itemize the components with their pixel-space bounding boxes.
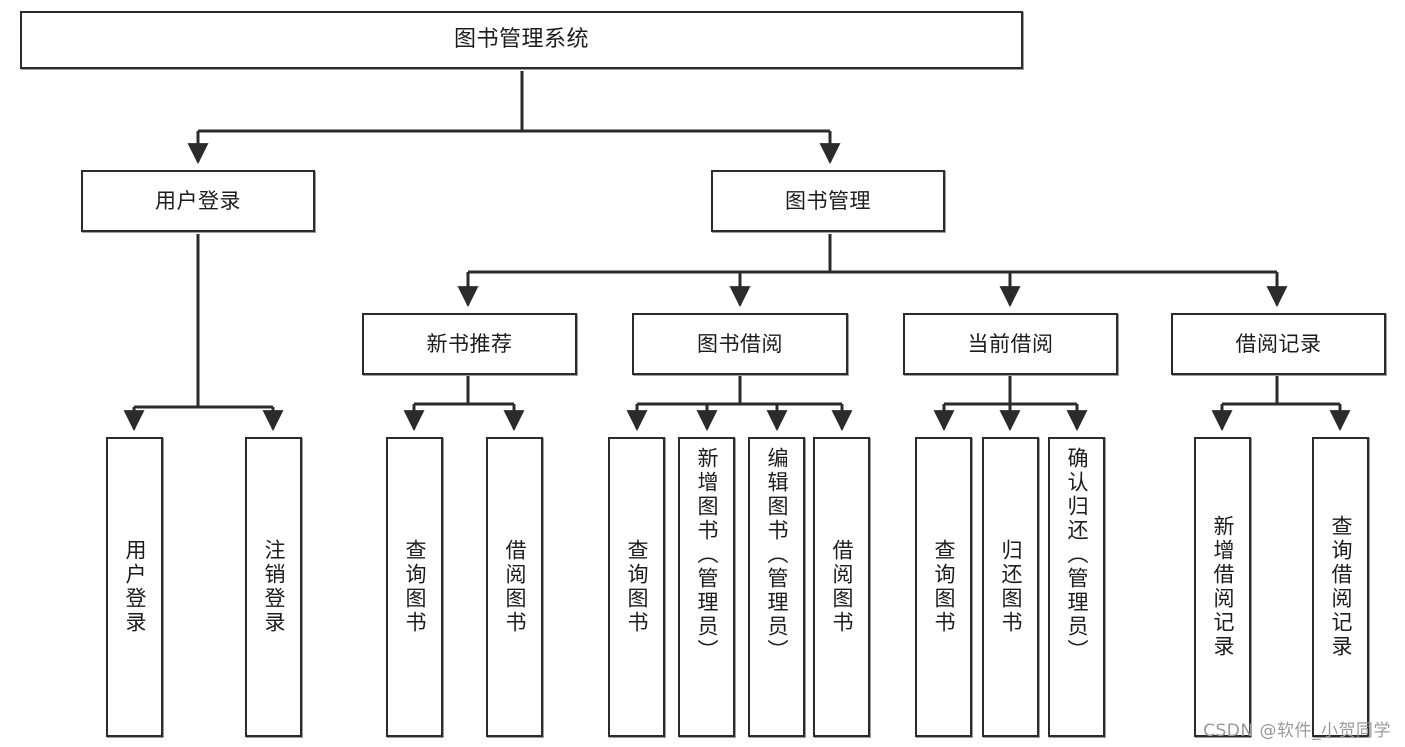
node-borrow-record[interactable]: 借阅记录	[1171, 313, 1386, 375]
node-label: 用户登录	[155, 188, 241, 213]
node-book-borrow[interactable]: 图书借阅	[632, 313, 848, 375]
csdn-watermark: CSDN @软件_小贺同学	[1203, 721, 1391, 741]
node-label: 借阅图书	[503, 539, 527, 635]
node-label: 图书管理系统	[453, 27, 589, 53]
node-leaf-query-book-2[interactable]: 查询图书	[608, 437, 665, 737]
node-leaf-add-borrow-record[interactable]: 新增借阅记录	[1194, 437, 1251, 737]
node-leaf-query-book-1[interactable]: 查询图书	[386, 437, 443, 737]
node-leaf-user-logout[interactable]: 注销登录	[245, 437, 302, 737]
node-label: 编辑图书（管理员）	[765, 447, 789, 663]
node-leaf-confirm-return-admin[interactable]: 确认归还（管理员）	[1048, 437, 1105, 737]
node-book-management-system[interactable]: 图书管理系统	[20, 11, 1023, 69]
node-label: 查询图书	[403, 539, 427, 635]
node-label: 查询图书	[932, 539, 956, 635]
node-label: 确认归还（管理员）	[1065, 447, 1089, 663]
node-leaf-borrow-book-1[interactable]: 借阅图书	[486, 437, 543, 737]
node-book-management[interactable]: 图书管理	[711, 170, 945, 232]
node-leaf-add-book-admin[interactable]: 新增图书（管理员）	[678, 437, 735, 737]
node-leaf-return-book[interactable]: 归还图书	[982, 437, 1039, 737]
node-label: 图书管理	[785, 188, 871, 213]
node-label: 新增图书（管理员）	[695, 447, 719, 663]
node-leaf-query-borrow-record[interactable]: 查询借阅记录	[1312, 437, 1369, 737]
node-leaf-user-login[interactable]: 用户登录	[106, 437, 163, 737]
node-leaf-edit-book-admin[interactable]: 编辑图书（管理员）	[748, 437, 805, 737]
node-label: 图书借阅	[697, 331, 783, 356]
node-leaf-query-book-3[interactable]: 查询图书	[915, 437, 972, 737]
node-label: 注销登录	[262, 539, 286, 635]
node-label: 新增借阅记录	[1211, 515, 1235, 659]
node-label: 归还图书	[999, 539, 1023, 635]
node-label: 查询图书	[625, 539, 649, 635]
node-new-book-recommend[interactable]: 新书推荐	[362, 313, 577, 375]
node-label: 新书推荐	[426, 331, 513, 356]
node-label: 借阅图书	[830, 539, 854, 635]
node-user-login[interactable]: 用户登录	[81, 170, 315, 232]
node-label: 查询借阅记录	[1329, 515, 1353, 659]
node-current-borrow[interactable]: 当前借阅	[903, 313, 1118, 375]
node-label: 借阅记录	[1235, 331, 1322, 356]
node-leaf-borrow-book-2[interactable]: 借阅图书	[813, 437, 870, 737]
node-label: 用户登录	[123, 539, 147, 635]
node-label: 当前借阅	[967, 331, 1054, 356]
